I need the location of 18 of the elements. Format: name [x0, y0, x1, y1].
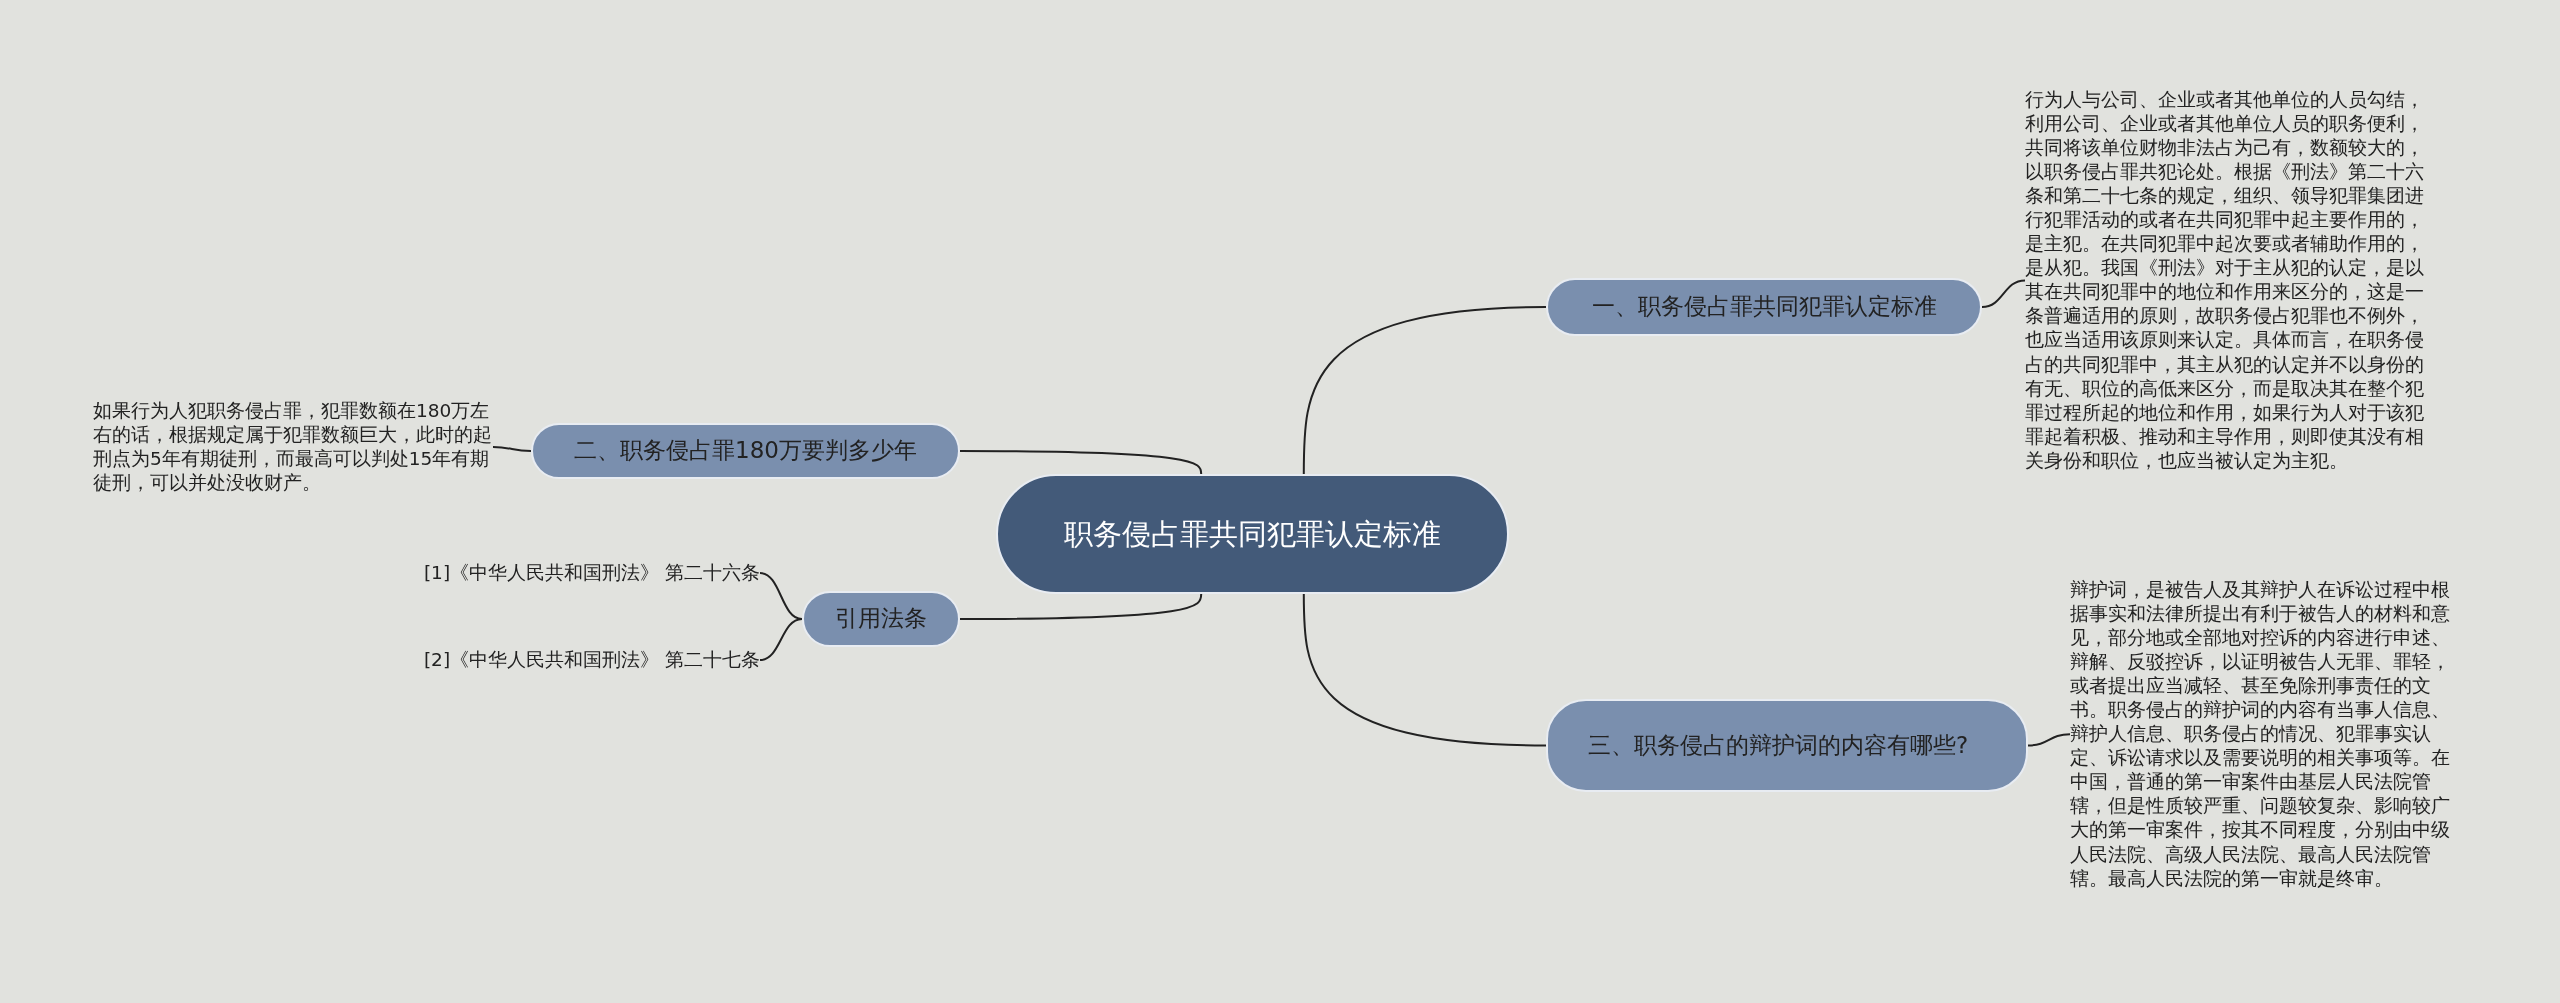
connector-line	[959, 450, 1203, 475]
note-text: 辩护词，是被告人及其辩护人在诉讼过程中根据事实和法律所提出有利于被告人的材料和意见，部分地或全部地对控诉的内容进行申述、辩解、反驳控诉，以证明被告人无罪、罪轻，或者提出应当减轻、甚至免除刑事责任的文书。职务侵占的辩护词的内容有当事人信息、辩护人信息、职务侵占的情况、犯罪事实认定、诉讼请求以及需要说明的相关事项等。在中国，普通的第一审案件由基层人民法院管辖，但是性质较严重、问题较复杂、影响较广大的第一审案件，按其不同程度，分别由中级人民法院、高级人民法院、最高人民法院管辖。最高人民法院的第一审就是终审。	[2070, 578, 2466, 891]
topic-pill: 一、职务侵占罪共同犯罪认定标准	[1546, 278, 1982, 336]
connector-line	[492, 446, 532, 452]
connector-line	[2027, 733, 2071, 747]
central-topic: 职务侵占罪共同犯罪认定标准	[996, 474, 1509, 594]
connector-line	[1981, 279, 2026, 308]
connector-line	[959, 593, 1203, 620]
citation-text: [2]《中华人民共和国刑法》 第二十七条	[400, 648, 760, 673]
topic-pill: 二、职务侵占罪180万要判多少年	[531, 423, 960, 479]
topic-pill: 引用法条	[802, 591, 960, 647]
note-text: 如果行为人犯职务侵占罪，犯罪数额在180万左右的话，根据规定属于犯罪数额巨大，此时的起刑点为5年有期徒刑，而最高可以判处15年有期徒刑，可以并处没收财产。	[93, 399, 493, 496]
note-text: 行为人与公司、企业或者其他单位的人员勾结，利用公司、企业或者其他单位人员的职务便利，共同将该单位财物非法占为己有，数额较大的，以职务侵占罪共犯论处。根据《刑法》第二十六条和第二十七条的规定，组织、领导犯罪集团进行犯罪活动的或者在共同犯罪中起主要作用的，是主犯。在共同犯罪中起次要或者辅助作用的，是从犯。我国《刑法》对于主从犯的认定，是以其在共同犯罪中的地位和作用来区分的，这是一条普遍适用的原则，故职务侵占犯罪也不例外，也应当适用该原则来认定。具体而言，在职务侵占的共同犯罪中，其主从犯的认定并不以身份的有无、职位的高低来区分，而是取决其在整个犯罪过程所起的地位和作用，如果行为人对于该犯罪起着积极、推动和主导作用，则即使其没有相关身份和职位，也应当被认定为主犯。	[2025, 88, 2435, 473]
connector-line	[759, 618, 803, 661]
connector-line	[1302, 593, 1547, 747]
connector-line	[1302, 306, 1547, 475]
citation-text: [1]《中华人民共和国刑法》 第二十六条	[400, 561, 760, 586]
topic-pill: 三、职务侵占的辩护词的内容有哪些?	[1546, 699, 2028, 792]
